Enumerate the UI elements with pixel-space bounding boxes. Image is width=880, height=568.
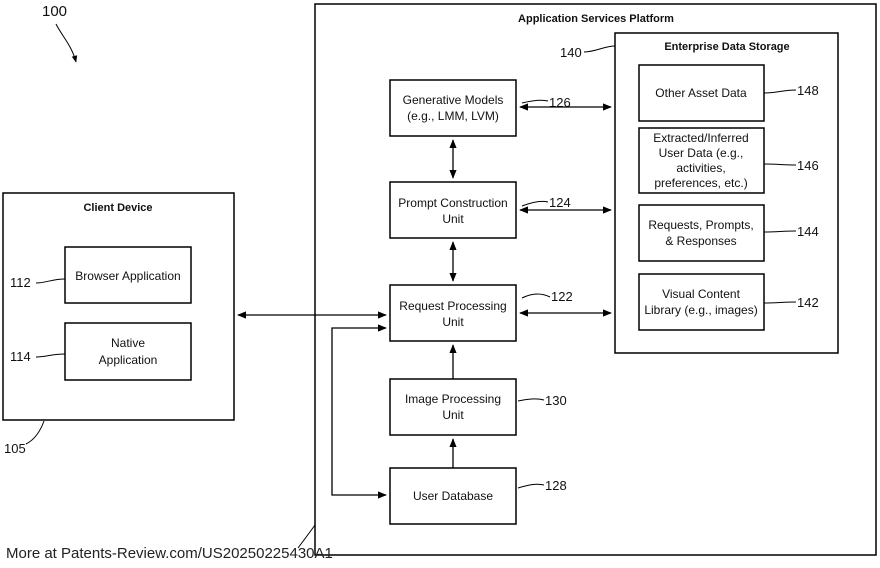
prompt-construction-ref: 124: [549, 195, 571, 210]
user-database-ref: 128: [545, 478, 567, 493]
prompt-construction-label-1: Prompt Construction: [398, 196, 507, 210]
visual-content-label-1: Visual Content: [662, 287, 740, 301]
visual-content-ref: 142: [797, 295, 819, 310]
user-data-label-2: User Data (e.g.,: [659, 146, 744, 160]
other-asset-data-label: Other Asset Data: [655, 86, 747, 100]
prompt-construction-box: [390, 182, 516, 238]
visual-content-label-2: Library (e.g., images): [644, 303, 757, 317]
generative-models-ref: 126: [549, 95, 571, 110]
native-application-box: [65, 323, 191, 380]
client-device: [3, 193, 234, 420]
browser-application-label: Browser Application: [75, 269, 180, 283]
client-device-ref: 105: [4, 441, 26, 456]
client-device-title: Client Device: [83, 202, 152, 214]
user-data-label-1: Extracted/Inferred: [653, 131, 748, 145]
requests-prompts-label-2: & Responses: [665, 234, 736, 248]
generative-models-label-1: Generative Models: [403, 93, 504, 107]
platform-title: Application Services Platform: [518, 13, 674, 25]
image-processing-label-1: Image Processing: [405, 392, 501, 406]
image-processing-box: [390, 379, 516, 435]
generative-models-label-2: (e.g., LMM, LVM): [407, 109, 499, 123]
footer-text: More at Patents-Review.com/US20250225430…: [6, 545, 333, 562]
user-database-label: User Database: [413, 489, 493, 503]
client-device-leader: [26, 421, 44, 444]
platform-ref: 140: [560, 45, 582, 60]
figure-number: 100: [42, 3, 67, 20]
image-processing-ref: 130: [545, 393, 567, 408]
request-processing-ref: 122: [551, 289, 573, 304]
figure-number-arrow: [56, 24, 76, 62]
browser-application-ref: 112: [10, 275, 31, 290]
visual-content-box: [639, 274, 764, 330]
native-application-label-2: Application: [99, 353, 158, 367]
request-processing-box: [390, 285, 516, 341]
generative-models-box: [390, 80, 516, 136]
image-processing-label-2: Unit: [442, 408, 464, 422]
requests-prompts-box: [639, 205, 764, 261]
requests-prompts-ref: 144: [797, 224, 819, 239]
prompt-construction-label-2: Unit: [442, 212, 464, 226]
request-processing-label-2: Unit: [442, 315, 464, 329]
user-data-label-3: activities,: [676, 161, 725, 175]
user-data-label-4: preferences, etc.): [654, 176, 747, 190]
requests-prompts-label-1: Requests, Prompts,: [648, 218, 753, 232]
native-application-label-1: Native: [111, 336, 145, 350]
request-processing-label-1: Request Processing: [399, 299, 506, 313]
other-asset-data-ref: 148: [797, 83, 819, 98]
storage-title: Enterprise Data Storage: [664, 41, 789, 53]
user-data-ref: 146: [797, 158, 819, 173]
native-application-ref: 114: [10, 349, 31, 364]
